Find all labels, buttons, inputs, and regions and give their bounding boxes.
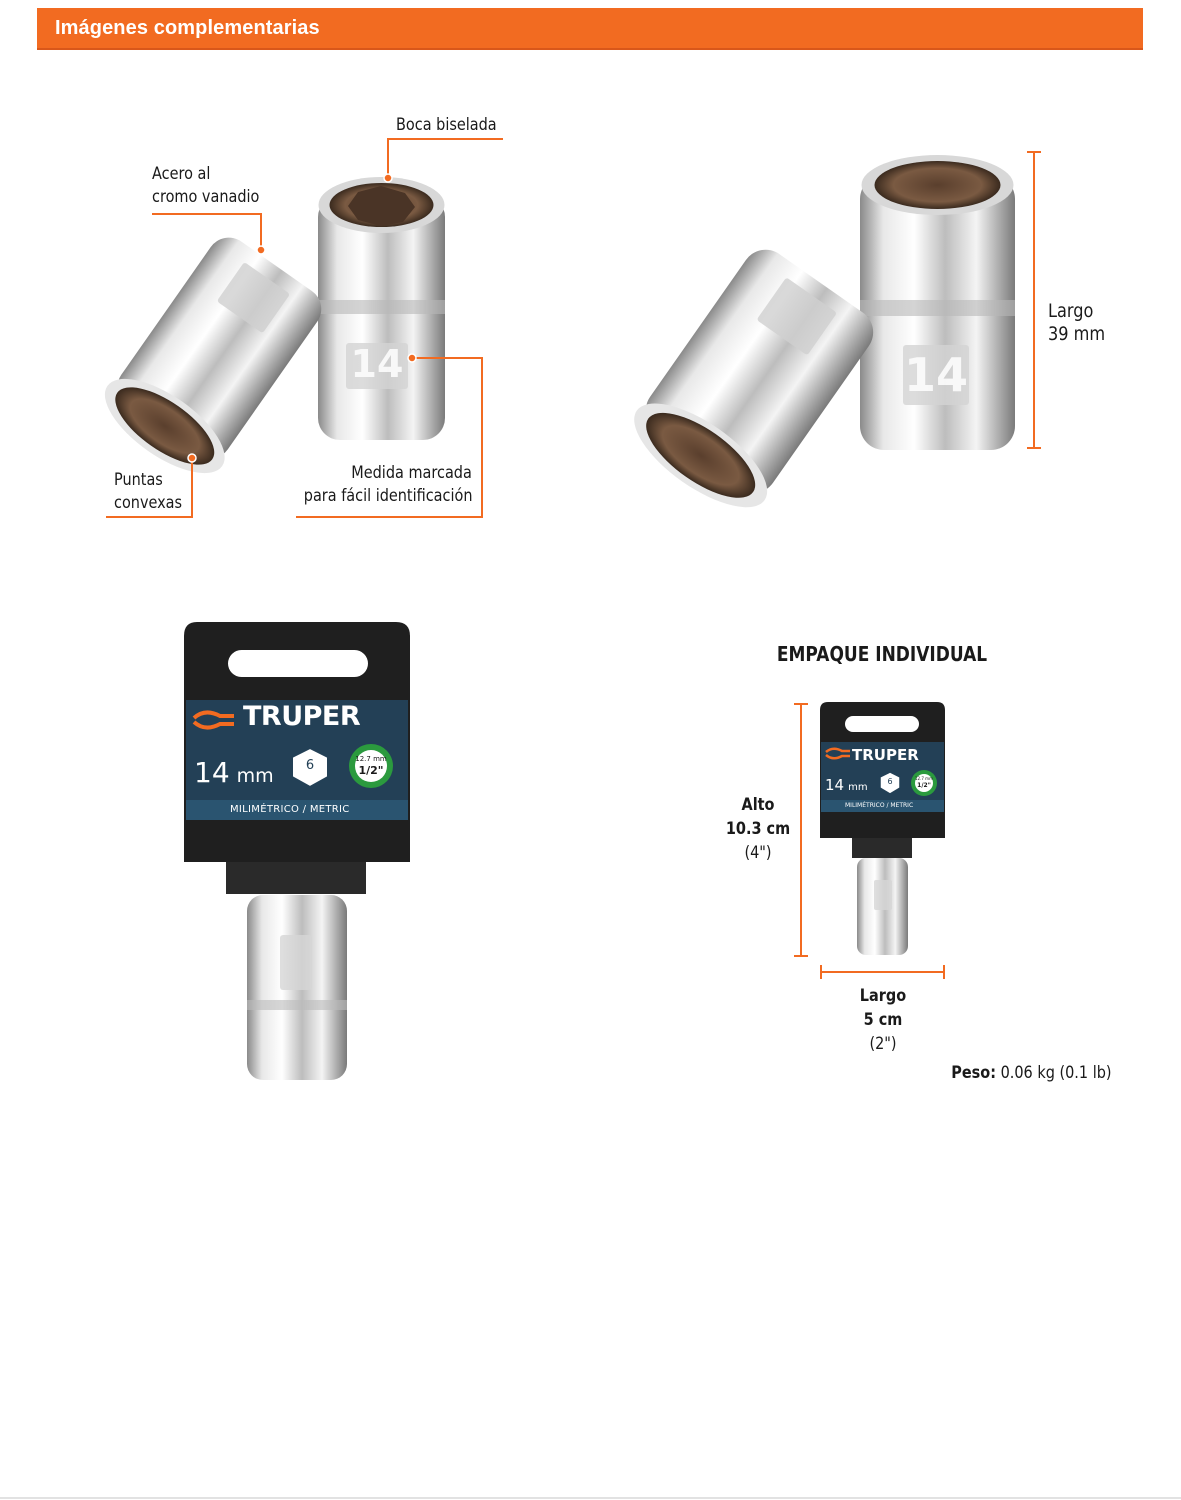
peso-value: 0.06 kg (0.1 lb) [1001, 1063, 1112, 1083]
socket-pair-left [104, 138, 503, 518]
callout-puntas-line1: Puntas [114, 470, 163, 490]
package-size-number: 14 [194, 756, 230, 789]
section-title: Imágenes complementarias [55, 17, 320, 39]
package-small [794, 702, 945, 979]
tilted-socket [104, 237, 322, 474]
peso-line: Peso: 0.06 kg (0.1 lb) [952, 1062, 1112, 1085]
package-size: 14 mm [194, 756, 274, 789]
package-small-system: MILIMÉTRICO / METRIC [845, 802, 914, 809]
package-small-drive-in: 1/2" [917, 782, 931, 789]
callout-acero-line1: Acero al [152, 164, 211, 184]
dimension-largo-label: Largo [1048, 300, 1094, 322]
largo-package-label: Largo [859, 986, 907, 1006]
alto-cm: 10.3 cm [725, 819, 791, 839]
socket-size-mark-right: 14 [904, 348, 969, 402]
package-large [184, 622, 410, 1080]
height-dimension-line [1027, 151, 1041, 449]
package-small-size-number: 14 [825, 776, 845, 794]
alto-in: (4") [744, 843, 772, 863]
callout-lines [106, 138, 503, 518]
bottom-divider [0, 1497, 1181, 1499]
upright-socket [318, 177, 445, 440]
largo-package-cm: 5 cm [863, 1010, 903, 1030]
section-header: Imágenes complementarias [37, 8, 1143, 50]
socket-size-mark-left: 14 [350, 342, 404, 386]
alto-label: Alto [741, 795, 775, 815]
callout-boca-biselada: Boca biselada [396, 115, 497, 135]
dimension-largo-value: 39 mm [1048, 323, 1106, 345]
package-points: 6 [305, 758, 315, 773]
largo-package-in: (2") [869, 1034, 897, 1054]
package-drive-in: 1/2" [358, 764, 384, 777]
callout-puntas-line2: convexas [114, 493, 183, 513]
package-small-points: 6 [887, 777, 893, 786]
package-small-drive-mm: 12.7 mm [915, 776, 933, 781]
package-drive-mm: 12.7 mm [355, 755, 387, 763]
callout-medida-line1: Medida marcada [351, 463, 472, 483]
package-small-brand-logo: TRUPER [852, 746, 919, 764]
socket-pair-right [634, 151, 1041, 508]
package-brand-logo: TRUPER [243, 701, 361, 732]
package-size-unit: mm [236, 765, 274, 787]
package-dimension-lines [794, 703, 945, 979]
callout-medida-line2: para fácil identificación [303, 486, 472, 506]
peso-label: Peso: [951, 1063, 997, 1083]
empaque-title: EMPAQUE INDIVIDUAL [776, 642, 988, 666]
package-system: MILIMÉTRICO / METRIC [230, 804, 350, 815]
callout-acero-line2: cromo vanadio [152, 187, 260, 207]
package-small-size-unit: mm [848, 782, 868, 793]
